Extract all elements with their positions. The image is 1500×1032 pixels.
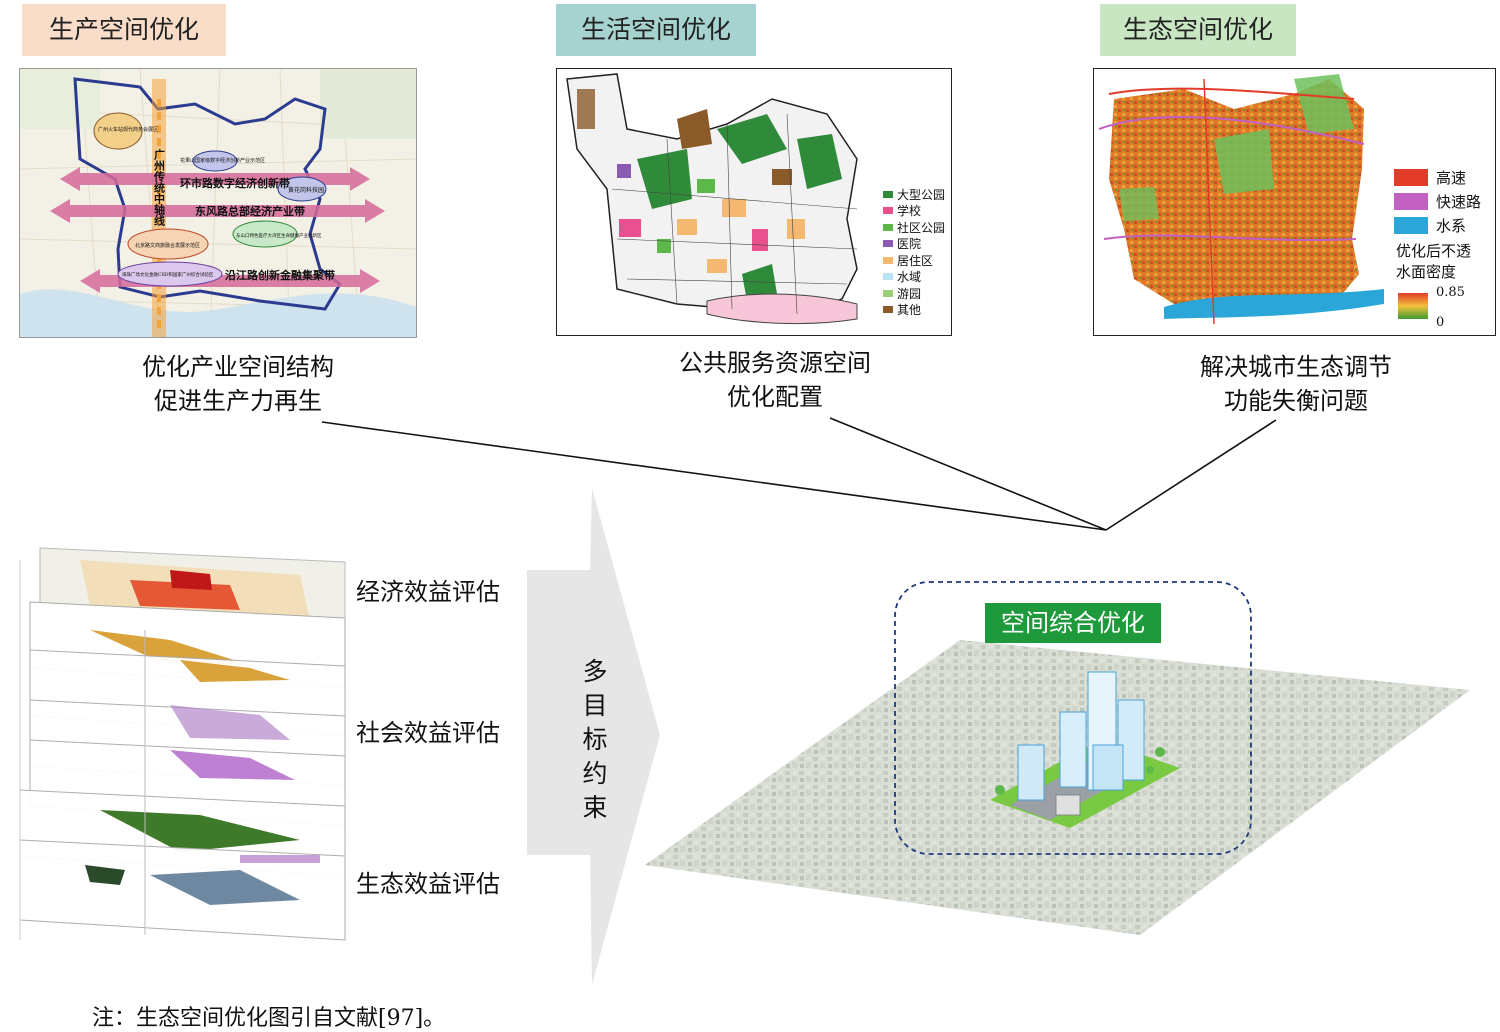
eval-social: 社会效益评估 (356, 719, 500, 747)
legend-swatch (883, 207, 893, 214)
legend-label: 学校 (897, 204, 922, 218)
ecology-map-svg (1098, 74, 1428, 325)
living-legend-item: 医院 (883, 236, 945, 252)
ecology-title: 生态空间优化 (1122, 15, 1273, 44)
gradient-max: 0.85 (1436, 285, 1465, 300)
zone-label-5: 东山口特色医疗大湾区生命健康产业创新区 (236, 232, 322, 239)
legend-label: 医院 (897, 237, 922, 251)
zone-label-6: 海珠广场文化金融CBD和国家广州综合试验区 (122, 271, 214, 278)
living-legend-item: 其他 (883, 302, 945, 318)
gradient-title-line-2: 水面密度 (1396, 263, 1457, 281)
production-title: 生产空间优化 (48, 15, 199, 44)
legend-label: 社区公园 (897, 220, 946, 235)
legend-label: 快速路 (1436, 192, 1482, 211)
ecology-legend-item: 高速 (1394, 165, 1481, 189)
constraint-char-4: 约 (582, 759, 608, 788)
production-tag: 生产空间优化 (22, 4, 226, 56)
living-title: 生活空间优化 (580, 15, 731, 44)
axis-label: 广州传统中轴线 (153, 148, 167, 227)
production-map-svg: 广州传统中轴线 环市路数字经济创新带 东风路总部经济产业带 沿江路创新金融集聚带… (20, 69, 416, 337)
integrated-optimization-label: 空间综合优化 (985, 603, 1161, 643)
legend-label: 游园 (897, 286, 922, 301)
production-map: 广州传统中轴线 环市路数字经济创新带 东风路总部经济产业带 沿江路创新金融集聚带… (19, 68, 417, 338)
constraint-char-1: 多 (582, 657, 608, 686)
legend-swatch (883, 289, 893, 297)
ecology-tag: 生态空间优化 (1100, 4, 1296, 56)
ecology-legend: 高速快速路水系 (1394, 165, 1481, 237)
constraint-arrow (527, 488, 660, 985)
legend-label: 居住区 (897, 253, 934, 268)
living-legend-item: 水域 (883, 269, 945, 285)
building-icon (990, 671, 1180, 828)
zone-label-4: 北京路文商旅融合发展示范区 (135, 242, 200, 249)
production-caption-line-1: 优化产业空间结构 (142, 353, 334, 381)
eval-economic: 经济效益评估 (356, 578, 500, 606)
figure-note: 注：生态空间优化图引自文献[97]。 (92, 1006, 446, 1031)
ecology-caption-line-1: 解决城市生态调节 (1200, 353, 1392, 381)
band-label-2: 东风路总部经济产业带 (195, 204, 305, 218)
gradient-min: 0 (1436, 315, 1445, 330)
gradient-title: 优化后不透 水面密度 (1396, 241, 1471, 283)
living-legend-item: 大型公园 (883, 186, 945, 202)
living-caption: 公共服务资源空间 优化配置 (625, 346, 925, 414)
living-tag: 生活空间优化 (556, 4, 756, 56)
zone-label-2: 花果山国家级数字经济创新产业示范区 (180, 157, 265, 164)
legend-label: 大型公园 (897, 187, 946, 202)
zone-label-3: 黄花岗科技园 (288, 186, 324, 194)
integrated-dashed-box (894, 581, 1252, 855)
living-blocks (577, 89, 858, 325)
living-legend-item: 学校 (883, 203, 945, 219)
ecology-legend-item: 水系 (1394, 213, 1481, 237)
ecology-caption: 解决城市生态调节 功能失衡问题 (1146, 350, 1446, 418)
constraint-char-3: 标 (582, 725, 608, 754)
legend-swatch (1394, 168, 1428, 186)
constraint-text: 多 目 标 约 束 (565, 655, 625, 825)
constraint-char-2: 目 (582, 691, 608, 720)
connector-lines (321, 417, 1277, 531)
gradient-title-line-1: 优化后不透 (1396, 242, 1472, 260)
constraint-char-5: 束 (582, 793, 608, 822)
ecology-map: 高速快速路水系 优化后不透 水面密度 0.85 0 (1093, 68, 1496, 336)
ecology-caption-line-2: 功能失衡问题 (1224, 387, 1368, 415)
legend-swatch (883, 273, 893, 280)
band-label-3: 沿江路创新金融集聚带 (225, 268, 335, 282)
legend-swatch (1394, 192, 1428, 210)
ecology-legend-item: 快速路 (1394, 189, 1481, 213)
production-caption: 优化产业空间结构 促进生产力再生 (88, 350, 388, 418)
legend-swatch (883, 240, 893, 247)
legend-swatch (883, 223, 893, 231)
legend-swatch (883, 306, 893, 313)
legend-swatch (883, 190, 893, 198)
production-caption-line-2: 促进生产力再生 (154, 387, 322, 415)
living-grid (611, 113, 858, 315)
legend-label: 水域 (897, 270, 922, 284)
living-caption-line-1: 公共服务资源空间 (679, 349, 871, 377)
legend-swatch (883, 256, 893, 264)
legend-label: 高速 (1436, 168, 1467, 187)
legend-swatch (1394, 216, 1428, 234)
living-map: 大型公园学校社区公园医院居住区水域游园其他 (556, 68, 952, 336)
living-legend-item: 游园 (883, 285, 945, 301)
living-caption-line-2: 优化配置 (727, 383, 823, 411)
living-legend-item: 社区公园 (883, 219, 945, 235)
legend-label: 水系 (1436, 216, 1467, 235)
eval-ecological: 生态效益评估 (356, 870, 500, 898)
living-legend-item: 居住区 (883, 252, 945, 268)
zone-label-1: 广州火车站现代商务会展区 (98, 126, 158, 133)
evaluation-layer-stack (19, 547, 346, 941)
legend-label: 其他 (897, 303, 922, 317)
living-legend: 大型公园学校社区公园医院居住区水域游园其他 (883, 186, 945, 318)
band-label-1: 环市路数字经济创新带 (180, 176, 290, 190)
